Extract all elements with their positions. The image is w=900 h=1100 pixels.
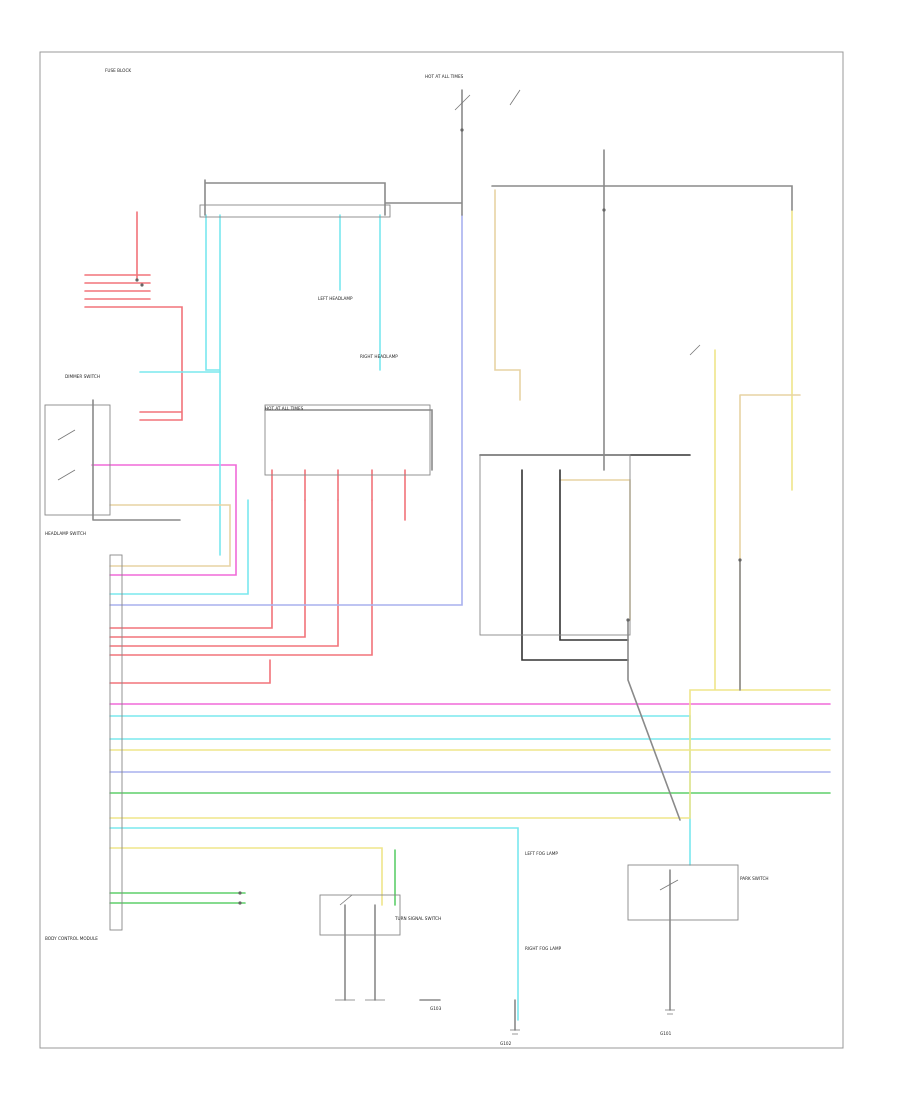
label-layer: FUSE BLOCK HOT AT ALL TIMES HEADLAMP SWI… bbox=[45, 68, 769, 1046]
splice bbox=[460, 128, 464, 132]
diagram-frame bbox=[39, 51, 844, 1049]
wire-yellow bbox=[109, 209, 831, 906]
splice bbox=[140, 283, 144, 287]
wire-red bbox=[84, 211, 183, 421]
bcm-label: BODY CONTROL MODULE bbox=[45, 936, 98, 941]
splice bbox=[238, 891, 242, 895]
splice bbox=[238, 901, 242, 905]
ground-g101-label: G101 bbox=[660, 1031, 672, 1036]
wire-cyan bbox=[109, 214, 691, 866]
wire-tan bbox=[109, 189, 801, 691]
ground-g102-label: G102 bbox=[500, 1041, 512, 1046]
switch-contact bbox=[339, 344, 701, 906]
switch-contact bbox=[57, 89, 521, 481]
left-headlamp-label: LEFT HEADLAMP bbox=[318, 296, 353, 301]
wire-pink bbox=[91, 464, 831, 705]
wire-green bbox=[109, 792, 831, 906]
left-fog-lamp-label: LEFT FOG LAMP bbox=[525, 851, 558, 856]
headlamp-switch-box bbox=[44, 404, 111, 516]
park-switch-box bbox=[627, 864, 739, 921]
turn-signal-switch-label: TURN SIGNAL SWITCH bbox=[394, 916, 441, 921]
wire-blue bbox=[109, 214, 831, 773]
turn-switch-box bbox=[319, 894, 401, 936]
lamp-module-box bbox=[479, 454, 631, 636]
splice bbox=[135, 278, 139, 282]
wire-black bbox=[479, 454, 691, 661]
ground-g103-label: G103 bbox=[430, 1006, 442, 1011]
fuse-block-label: FUSE BLOCK bbox=[105, 68, 131, 73]
splice bbox=[738, 558, 742, 562]
park-switch-label: PARK SWITCH bbox=[740, 876, 769, 881]
fuse-block-box bbox=[199, 204, 391, 218]
dimmer-switch-label: DIMMER SWITCH bbox=[65, 374, 100, 379]
splice bbox=[602, 208, 606, 212]
wire-cyan bbox=[109, 214, 831, 1021]
wire-gray bbox=[92, 399, 741, 1011]
bcm-connector-box bbox=[109, 554, 123, 931]
wire-gray bbox=[204, 89, 793, 471]
wire-layer bbox=[84, 89, 831, 1031]
hot-at-all-times-mid-label: HOT AT ALL TIMES bbox=[265, 406, 304, 411]
component-layer bbox=[44, 89, 742, 1035]
splice bbox=[626, 618, 630, 622]
hot-at-all-times-top-label: HOT AT ALL TIMES bbox=[425, 74, 464, 79]
ground-symbol bbox=[335, 999, 675, 1035]
wire-red bbox=[271, 469, 406, 521]
right-headlamp-label: RIGHT HEADLAMP bbox=[360, 354, 398, 359]
wire-red bbox=[109, 499, 373, 684]
wire-gray bbox=[344, 904, 516, 1031]
right-fog-lamp-label: RIGHT FOG LAMP bbox=[525, 946, 562, 951]
relay-box bbox=[264, 404, 431, 476]
headlamp-switch-label: HEADLAMP SWITCH bbox=[45, 531, 86, 536]
